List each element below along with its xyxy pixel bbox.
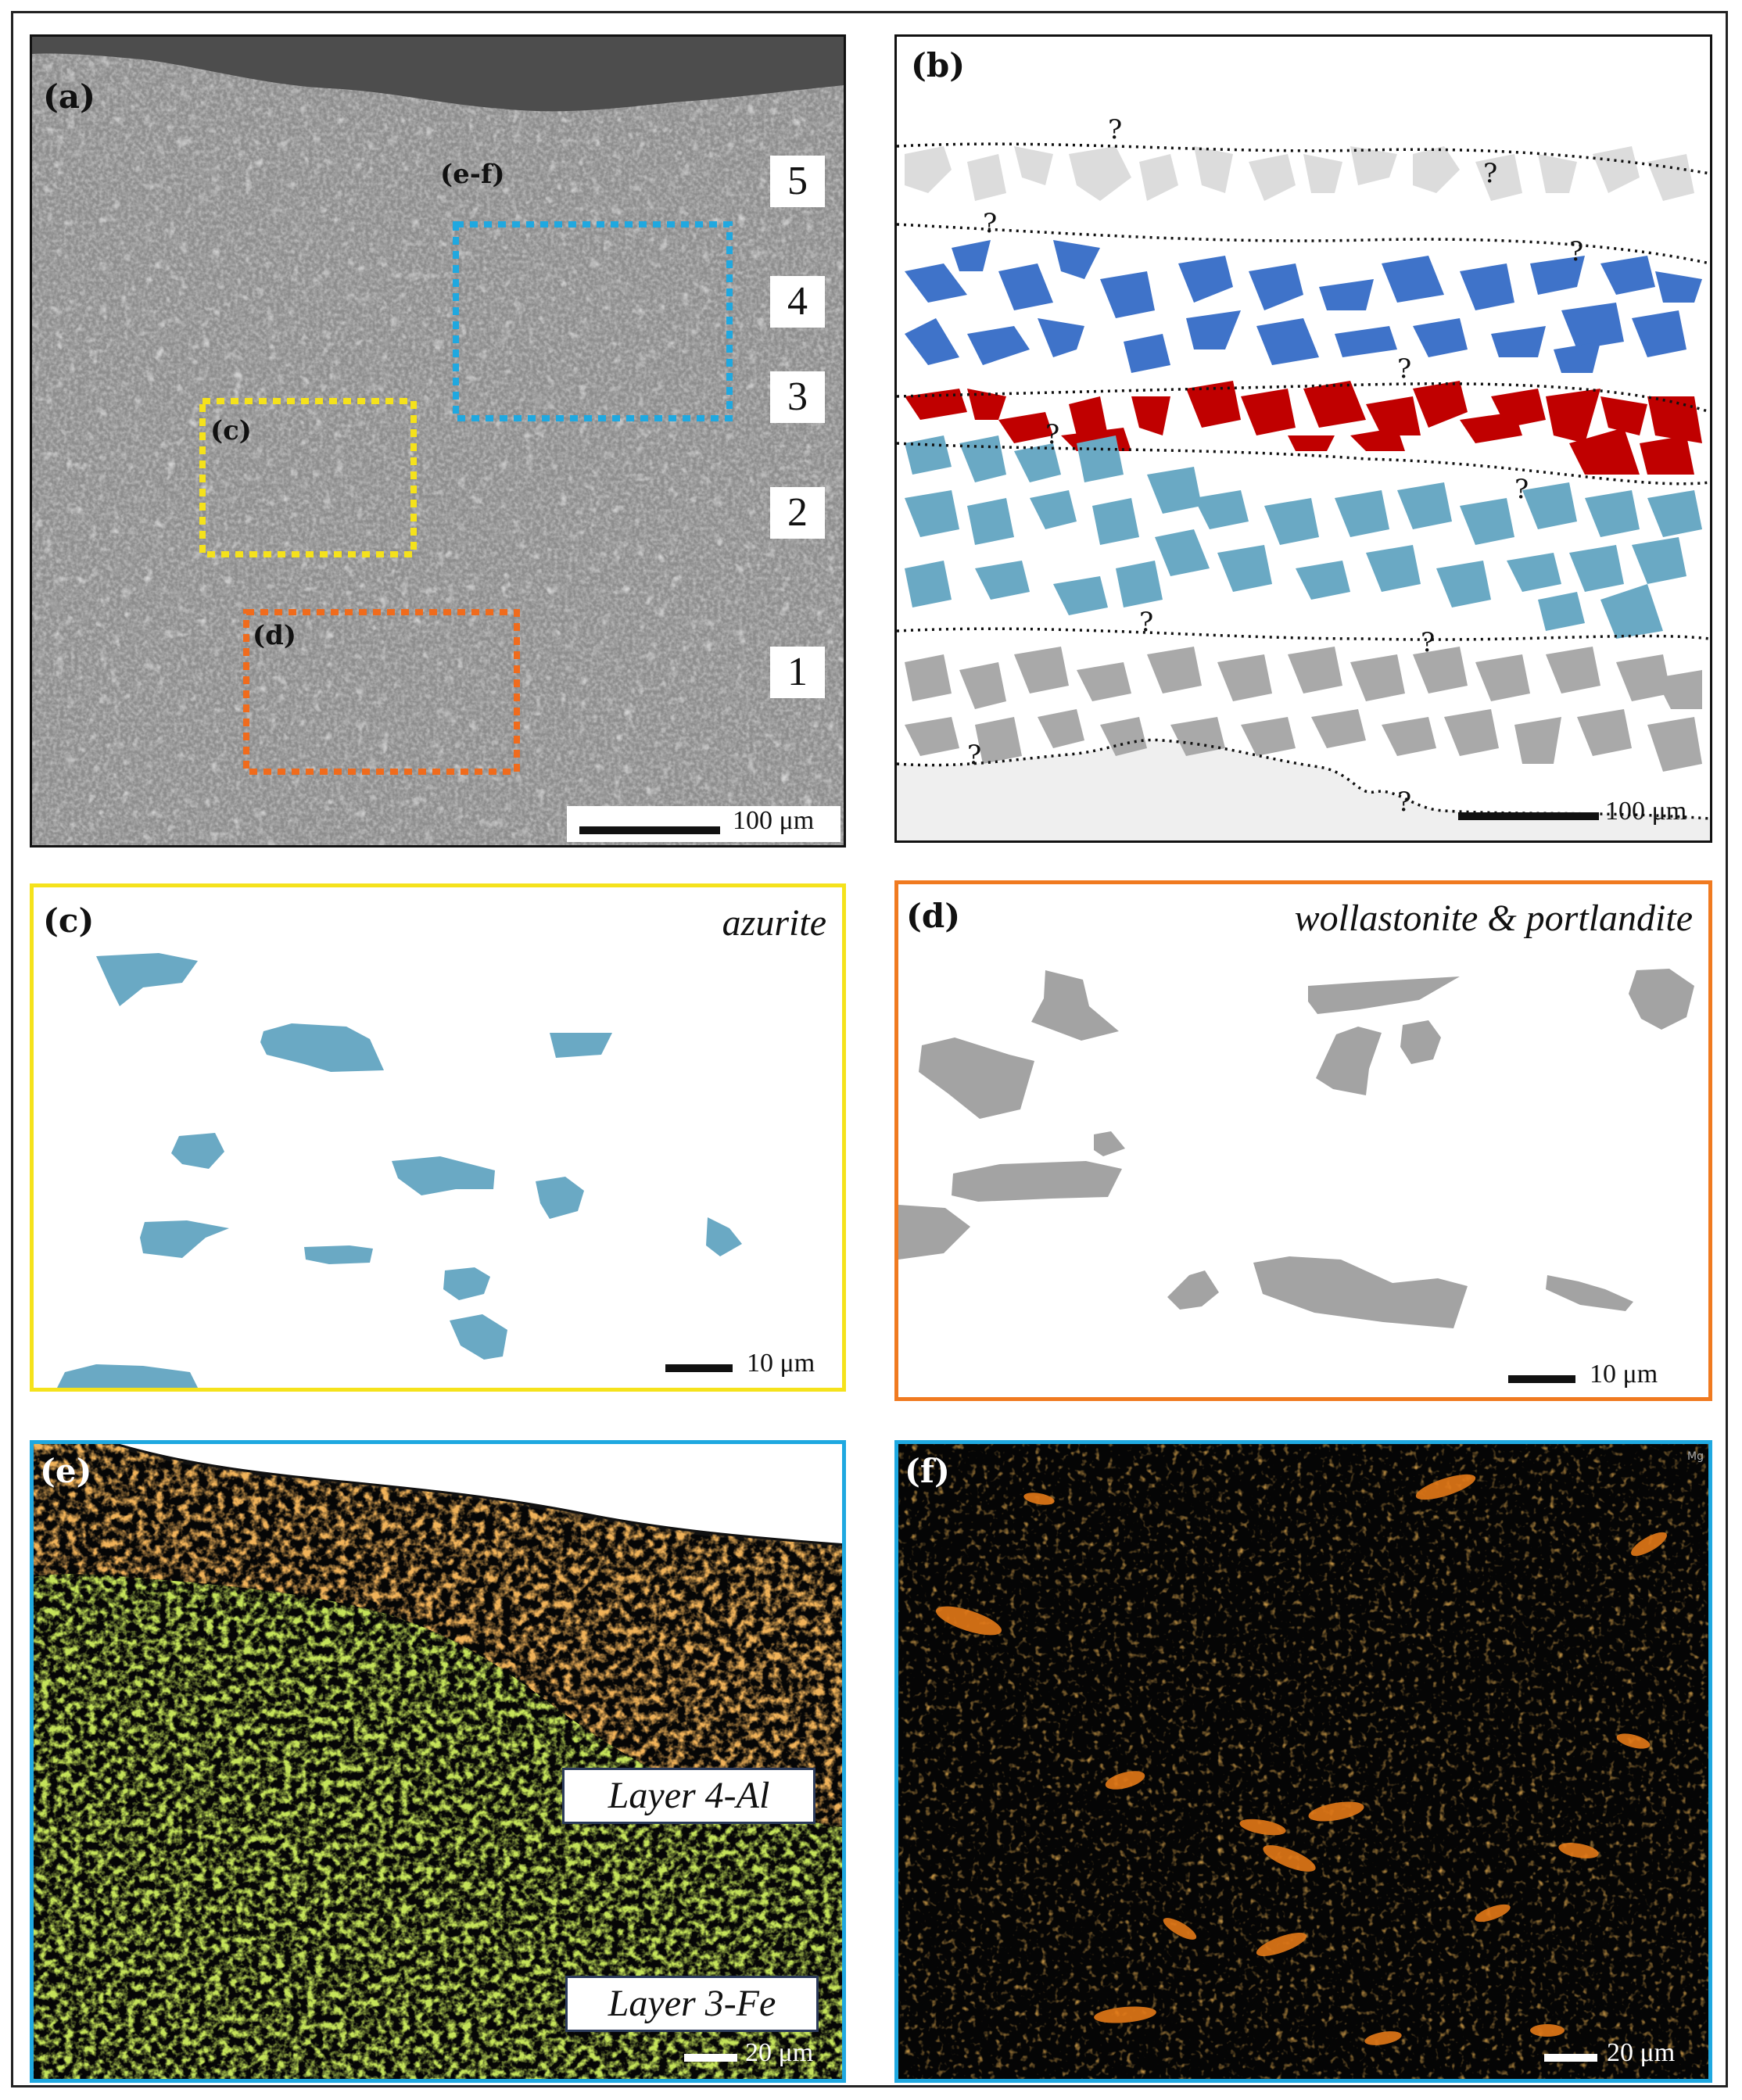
layer1-particles — [905, 647, 1702, 772]
panel-b-schematic: ? ? ? ? ? ? ? ? ? ? ? (b) 100 μm — [894, 34, 1712, 843]
uncertain-boundary-marks: ? ? ? ? ? ? ? ? ? ? ? — [967, 114, 1583, 818]
uncertain-mark: ? — [1421, 627, 1435, 658]
layer-tag-lower: Layer 3-Fe — [565, 1976, 819, 2032]
uncertain-mark: ? — [1397, 787, 1411, 818]
uncertain-mark: ? — [1108, 114, 1122, 145]
layer-tag-upper: Layer 4-Al — [562, 1768, 815, 1824]
roi-label-d: (d) — [253, 620, 296, 651]
mineral-name-azurite: azurite — [722, 902, 826, 944]
panel-e-eds-map-al-fe: (e) Layer 4-Al Layer 3-Fe 20 μm — [30, 1440, 846, 2083]
layer-schematic: ? ? ? ? ? ? ? ? ? ? ? — [897, 114, 1710, 840]
layer-number-1: 1 — [770, 647, 825, 698]
uncertain-mark: ? — [967, 740, 981, 771]
panel-a-label: (a) — [43, 77, 95, 116]
panel-d-label: (d) — [906, 897, 961, 935]
scale-bar — [1544, 2054, 1597, 2062]
uncertain-mark: ? — [1139, 607, 1153, 638]
scale-bar — [665, 1364, 733, 1372]
eds-map-al-fe — [34, 1444, 842, 2079]
layer-boundaries — [897, 142, 1710, 820]
azurite-particles — [57, 953, 742, 1388]
scale-bar — [1508, 1375, 1575, 1383]
uncertain-mark: ? — [1045, 419, 1059, 450]
uncertain-mark: ? — [1483, 158, 1497, 189]
scale-bar-label: 100 μm — [1605, 797, 1687, 826]
uncertain-mark: ? — [1569, 236, 1583, 267]
scale-bar-label: 10 μm — [1590, 1360, 1658, 1389]
layer2-particles — [905, 435, 1702, 639]
scale-bar-label: 20 μm — [745, 2038, 814, 2067]
scale-bar — [684, 2054, 737, 2062]
roi-label-c: (c) — [210, 415, 252, 446]
mg-rich-particles — [935, 1474, 1667, 2045]
scale-bar-label: 20 μm — [1607, 2038, 1676, 2067]
layer3-particles — [905, 381, 1702, 475]
figure-frame — [11, 11, 1728, 2087]
uncertain-mark: ? — [1514, 474, 1529, 505]
roi-box-ef — [453, 221, 733, 421]
eds-map-mg — [898, 1444, 1708, 2079]
panel-f-eds-map-mg: (f) Mg 20 μm — [894, 1440, 1712, 2083]
panel-b-label: (b) — [911, 46, 966, 84]
panel-a-sem-image: (a) 5 4 3 2 1 (e-f) (c) (d) 100 μm — [30, 34, 846, 848]
layer-number-5: 5 — [770, 156, 825, 207]
scale-bar-label: 100 μm — [733, 806, 815, 835]
scale-bar-background — [567, 806, 841, 842]
panel-e-label: (e) — [40, 1452, 92, 1490]
scale-bar-label: 10 μm — [747, 1349, 815, 1378]
uncertain-mark: ? — [1397, 353, 1411, 385]
element-tag-mg: Mg — [1687, 1450, 1704, 1463]
layer5-particles — [905, 146, 1694, 201]
scale-bar — [1458, 812, 1599, 820]
panel-c-label: (c) — [43, 901, 95, 940]
panel-c-azurite: (c) azurite 10 μm — [30, 883, 846, 1392]
roi-box-d — [243, 609, 520, 775]
layer-number-4: 4 — [770, 276, 825, 328]
roi-label-ef: (e-f) — [440, 159, 505, 190]
sem-micrograph — [32, 37, 844, 845]
panel-d-wollastonite-portlandite: (d) wollastonite & portlandite 10 μm — [894, 880, 1712, 1401]
uncertain-mark: ? — [983, 208, 997, 239]
layer-number-2: 2 — [770, 487, 825, 539]
layer4-particles — [905, 240, 1702, 373]
layer-number-3: 3 — [770, 371, 825, 423]
mineral-name-wollastonite-portlandite: wollastonite & portlandite — [1294, 898, 1693, 939]
scale-bar — [579, 826, 720, 834]
panel-f-label: (f) — [905, 1452, 950, 1490]
roi-box-c — [199, 398, 417, 557]
wollastonite-portlandite-particles — [898, 969, 1694, 1328]
